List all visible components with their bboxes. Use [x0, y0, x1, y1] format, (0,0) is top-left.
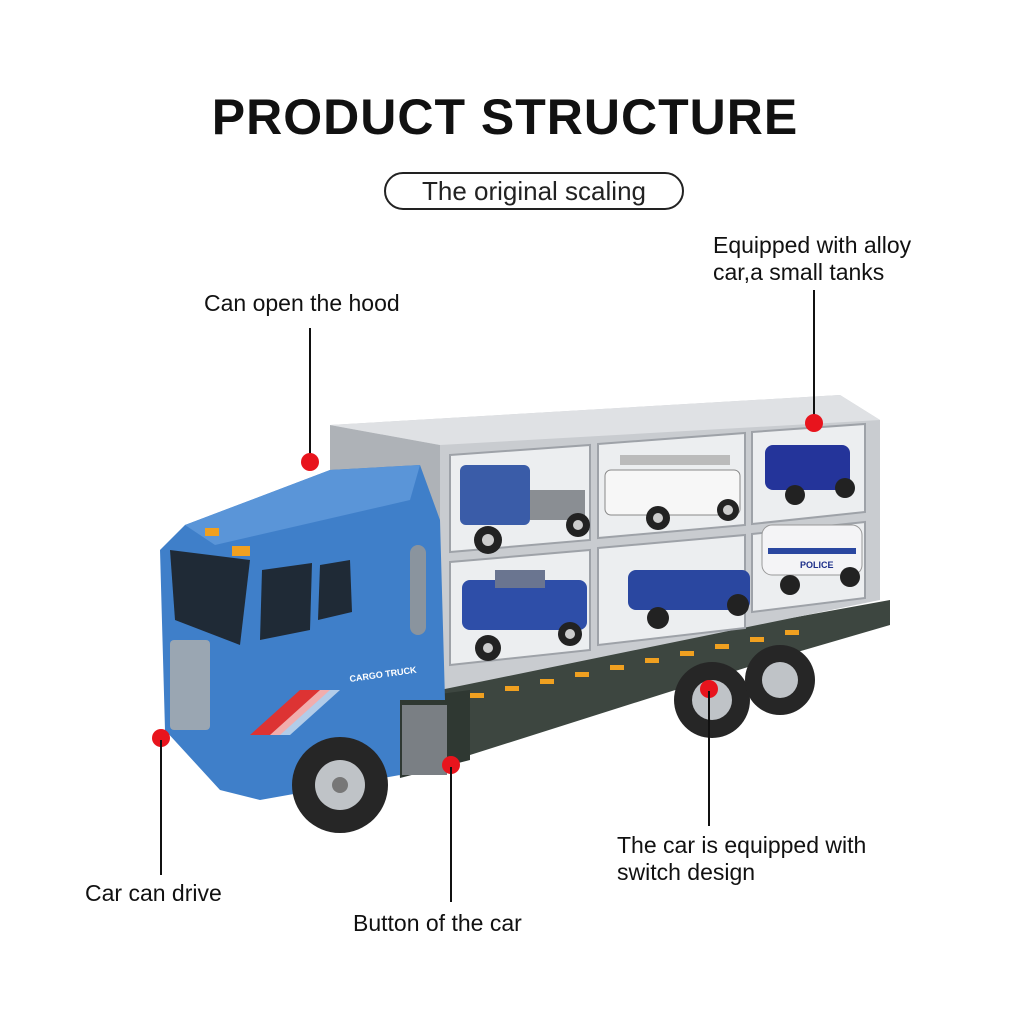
mini-car-jeep — [462, 570, 587, 661]
mini-car-tow-truck — [460, 465, 590, 554]
callout-button-label: Button of the car — [353, 910, 522, 936]
callout-drive-line — [160, 740, 162, 875]
police-van-text: POLICE — [800, 560, 834, 570]
callout-alloy-line — [813, 290, 815, 422]
callout-drive-marker — [152, 729, 170, 747]
callout-alloy-label: Equipped with alloy car,a small tanks — [713, 232, 912, 285]
front-wheel — [292, 737, 388, 833]
rear-wheel-2 — [745, 645, 815, 715]
mini-car-pickup — [628, 570, 750, 629]
callout-switch-label: The car is equipped with switch design — [617, 832, 867, 885]
callout-hood-marker — [301, 453, 319, 471]
callout-hood-line — [309, 328, 311, 461]
rear-wheel-1 — [674, 662, 750, 738]
callout-drive-label: Car can drive — [85, 880, 222, 906]
trailer-chassis — [395, 600, 890, 775]
callout-hood-label: Can open the hood — [204, 290, 400, 316]
callout-button-marker — [442, 756, 460, 774]
mini-car-fire-truck — [604, 455, 741, 530]
mini-car-armored-truck — [765, 445, 855, 505]
mini-car-police-van: POLICE — [761, 524, 863, 595]
car-button — [402, 705, 447, 775]
callout-button-line — [450, 767, 452, 902]
page-title: PRODUCT STRUCTURE — [211, 89, 799, 145]
callout-switch-marker — [700, 680, 718, 698]
truck-cab: CARGO TRUCK — [160, 465, 445, 800]
side-marker-lights — [470, 630, 799, 698]
callout-switch-line — [708, 691, 710, 826]
callout-alloy-marker — [805, 414, 823, 432]
subtitle-badge: The original scaling — [384, 172, 684, 210]
